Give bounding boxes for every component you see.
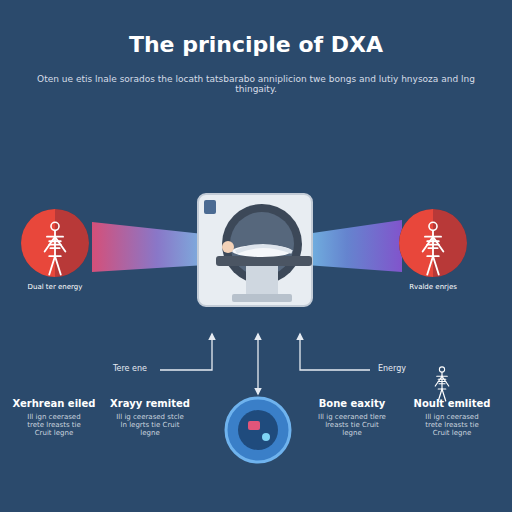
subtitle: Oten ue etis lnale sorados the locath ta… [36,74,476,95]
label-text: Ill ig ceeraned tlere lreasts tie Cruit … [316,413,388,437]
label-text: Energy [362,364,422,373]
section-heading: Xerhrean eiled [9,398,99,410]
label-text: Ill ign ceerased trete lreasts tie Cruit… [416,413,488,437]
energy-circle: Rvalde enrjes [387,207,479,291]
section-heading: Noult emlited [407,398,497,410]
label-text: Ill ign ceerased trete lreasts tie Cruit… [18,413,90,437]
skeleton-icon [435,367,449,401]
label-text: Ill ig ceerased stcle ln legrts tie Crui… [114,413,186,437]
detector-circle [226,398,290,462]
circle-label: Rvalde enrjes [387,283,479,291]
title: The principle of DXA [0,32,512,57]
circle-outline [19,207,91,279]
label-text: Tere ene [100,364,160,373]
dxa-scanner [198,194,312,306]
circle-label: Dual ter energy [9,283,101,291]
circle-outline [397,207,469,279]
energy-circle: Dual ter energy [9,207,101,291]
section-heading: Bone eaxity [307,398,397,410]
section-heading: Xrayy remited [105,398,195,410]
energy-arrows [160,334,370,394]
